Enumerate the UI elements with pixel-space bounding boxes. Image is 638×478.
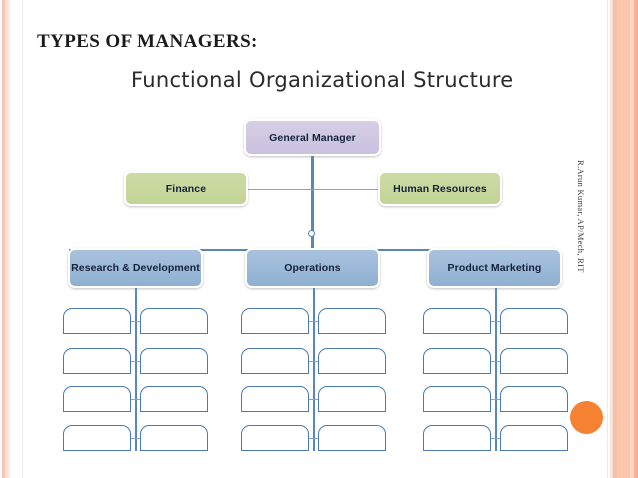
leaf-box[interactable] — [140, 308, 208, 334]
leaf-box[interactable] — [318, 308, 386, 334]
leaf-box[interactable] — [140, 425, 208, 451]
leaf-box[interactable] — [63, 386, 131, 412]
right-edge-band-3 — [617, 0, 630, 478]
leaf-box[interactable] — [241, 348, 309, 374]
leaf-box[interactable] — [423, 425, 491, 451]
org-node-finance[interactable]: Finance — [124, 171, 248, 206]
leaf-connector — [309, 438, 318, 440]
diagram-title: Functional Organizational Structure — [131, 68, 514, 92]
leaf-spine-ops — [313, 288, 315, 451]
connector-gm-spine — [311, 156, 314, 250]
leaf-connector — [491, 399, 500, 401]
leaf-connector — [491, 361, 500, 363]
leaf-spine-pm — [495, 288, 497, 451]
right-edge-band-5 — [634, 0, 638, 478]
leaf-box[interactable] — [500, 425, 568, 451]
connector-finance — [248, 189, 312, 191]
org-node-operations[interactable]: Operations — [245, 248, 380, 288]
connector-junction — [308, 230, 315, 237]
page-title: TYPES OF MANAGERS: — [37, 31, 258, 52]
org-node-general-manager[interactable]: General Manager — [244, 119, 381, 156]
org-node-product-marketing[interactable]: Product Marketing — [427, 248, 562, 288]
leaf-box[interactable] — [423, 308, 491, 334]
leaf-box[interactable] — [241, 308, 309, 334]
leaf-spine-rd — [135, 288, 137, 451]
leaf-connector — [309, 321, 318, 323]
leaf-connector — [491, 321, 500, 323]
leaf-box[interactable] — [63, 425, 131, 451]
left-edge-band-2 — [5, 0, 8, 478]
right-edge-rule — [607, 0, 608, 478]
slide-body: TYPES OF MANAGERS: Functional Organizati… — [23, 0, 607, 478]
leaf-box[interactable] — [63, 308, 131, 334]
leaf-connector — [131, 399, 140, 401]
left-edge-band-3 — [8, 0, 10, 478]
leaf-connector — [131, 438, 140, 440]
right-edge-band-1 — [610, 0, 613, 478]
leaf-box[interactable] — [423, 386, 491, 412]
orange-circle-decoration — [570, 401, 603, 434]
leaf-connector — [131, 321, 140, 323]
org-node-research-development[interactable]: Research & Development — [68, 248, 203, 288]
leaf-box[interactable] — [318, 386, 386, 412]
leaf-box[interactable] — [318, 348, 386, 374]
leaf-box[interactable] — [500, 308, 568, 334]
leaf-box[interactable] — [241, 386, 309, 412]
left-edge-band-1 — [2, 0, 5, 478]
leaf-box[interactable] — [140, 348, 208, 374]
leaf-connector — [309, 399, 318, 401]
leaf-connector — [309, 361, 318, 363]
leaf-box[interactable] — [63, 348, 131, 374]
leaf-box[interactable] — [500, 386, 568, 412]
leaf-box[interactable] — [140, 386, 208, 412]
connector-human-resources — [312, 189, 378, 191]
leaf-connector — [131, 361, 140, 363]
leaf-connector — [491, 438, 500, 440]
org-node-human-resources[interactable]: Human Resources — [378, 171, 502, 206]
leaf-box[interactable] — [423, 348, 491, 374]
left-edge-rule — [22, 0, 23, 478]
leaf-box[interactable] — [241, 425, 309, 451]
leaf-box[interactable] — [318, 425, 386, 451]
author-credit: R.Arun Kumar, AP/Mech, RIT — [576, 160, 586, 273]
right-edge-band-2 — [613, 0, 617, 478]
right-edge-band-4 — [630, 0, 634, 478]
leaf-box[interactable] — [500, 348, 568, 374]
